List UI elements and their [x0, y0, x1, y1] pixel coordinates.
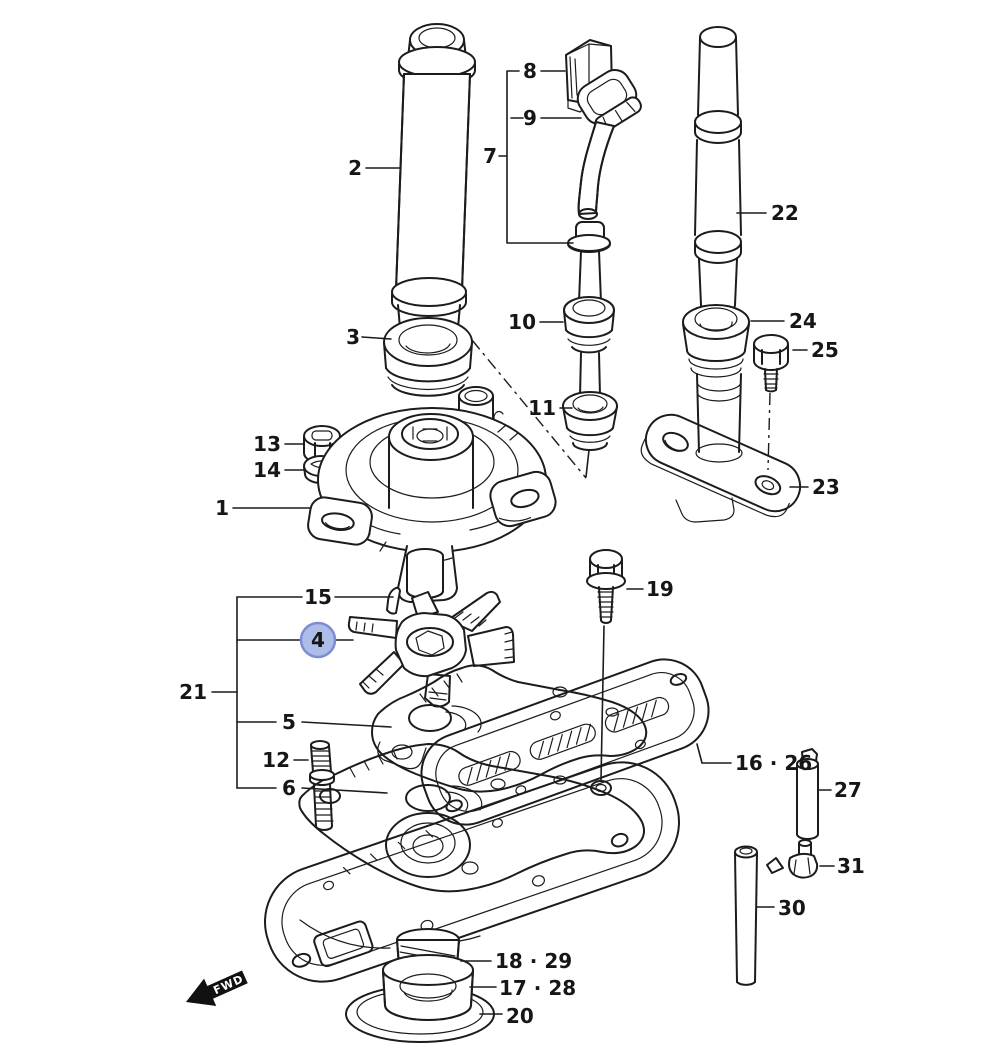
- callout-21[interactable]: 21: [179, 680, 207, 704]
- part-19-bolt: [586, 549, 626, 796]
- part-31-fitting: [766, 839, 819, 879]
- part-23-flange-pipe: [640, 373, 802, 523]
- part-15-impeller-key: [386, 548, 444, 615]
- leader-lines: [211, 70, 835, 1015]
- fwd-arrow-icon: [186, 970, 248, 1007]
- callout-24[interactable]: 24: [789, 309, 817, 333]
- base-plate: [264, 761, 680, 983]
- assembly-guide-lines: [471, 339, 771, 479]
- callout-9[interactable]: 9: [523, 106, 537, 130]
- fwd-label: FWD: [211, 972, 245, 997]
- callout-1[interactable]: 1: [215, 496, 229, 520]
- part-3-grommet: [383, 317, 473, 397]
- part-11-grommet: [562, 391, 618, 451]
- fwd-direction-marker: FWD: [186, 970, 248, 1007]
- callout-19[interactable]: 19: [646, 577, 674, 601]
- callout-16-26[interactable]: 16 · 26: [735, 751, 812, 775]
- callout-12[interactable]: 12: [262, 748, 290, 772]
- callout-23[interactable]: 23: [812, 475, 840, 499]
- callout-10[interactable]: 10: [508, 310, 536, 334]
- part-6-gasket: [298, 743, 645, 893]
- part-24-grommet: [682, 304, 750, 378]
- callout-7[interactable]: 7: [483, 144, 497, 168]
- callout-14[interactable]: 14: [253, 458, 281, 482]
- callout-5[interactable]: 5: [282, 710, 296, 734]
- part-5-gasket: [371, 664, 648, 793]
- callout-13[interactable]: 13: [253, 432, 281, 456]
- callout-25[interactable]: 25: [811, 338, 839, 362]
- part-2-water-tube: [391, 23, 476, 340]
- callout-31[interactable]: 31: [837, 854, 865, 878]
- part-27-tube: [796, 748, 819, 840]
- callout-20[interactable]: 20: [506, 1004, 534, 1028]
- callout-6[interactable]: 6: [282, 776, 296, 800]
- callout-4[interactable]: 4: [311, 628, 325, 652]
- part-16-26-plate: [420, 658, 710, 826]
- callout-2[interactable]: 2: [348, 156, 362, 180]
- callout-3[interactable]: 3: [346, 325, 360, 349]
- callout-labels: 2 3 7 8 9 10 11 22 24 25 23 13 14 1 15 4…: [179, 59, 865, 1028]
- callout-17-28[interactable]: 17 · 28: [499, 976, 576, 1000]
- part-17-28-housing: [382, 954, 474, 1021]
- part-9-elbow-grommet: [576, 69, 642, 220]
- part-30-tube: [734, 845, 758, 986]
- part-10-tube-and-grommet: [563, 221, 615, 397]
- callout-15[interactable]: 15: [304, 585, 332, 609]
- callout-11[interactable]: 11: [528, 396, 556, 420]
- callout-30[interactable]: 30: [778, 896, 806, 920]
- callout-27[interactable]: 27: [834, 778, 862, 802]
- part-12-stud-bolt: [309, 740, 335, 831]
- callout-22[interactable]: 22: [771, 201, 799, 225]
- part-25-bolt: [753, 334, 789, 393]
- callout-8[interactable]: 8: [523, 59, 537, 83]
- selected-part-highlight[interactable]: [299, 621, 337, 659]
- callout-18-29[interactable]: 18 · 29: [495, 949, 572, 973]
- part-22-water-tube: [694, 26, 742, 313]
- part-4-impeller: [347, 590, 515, 708]
